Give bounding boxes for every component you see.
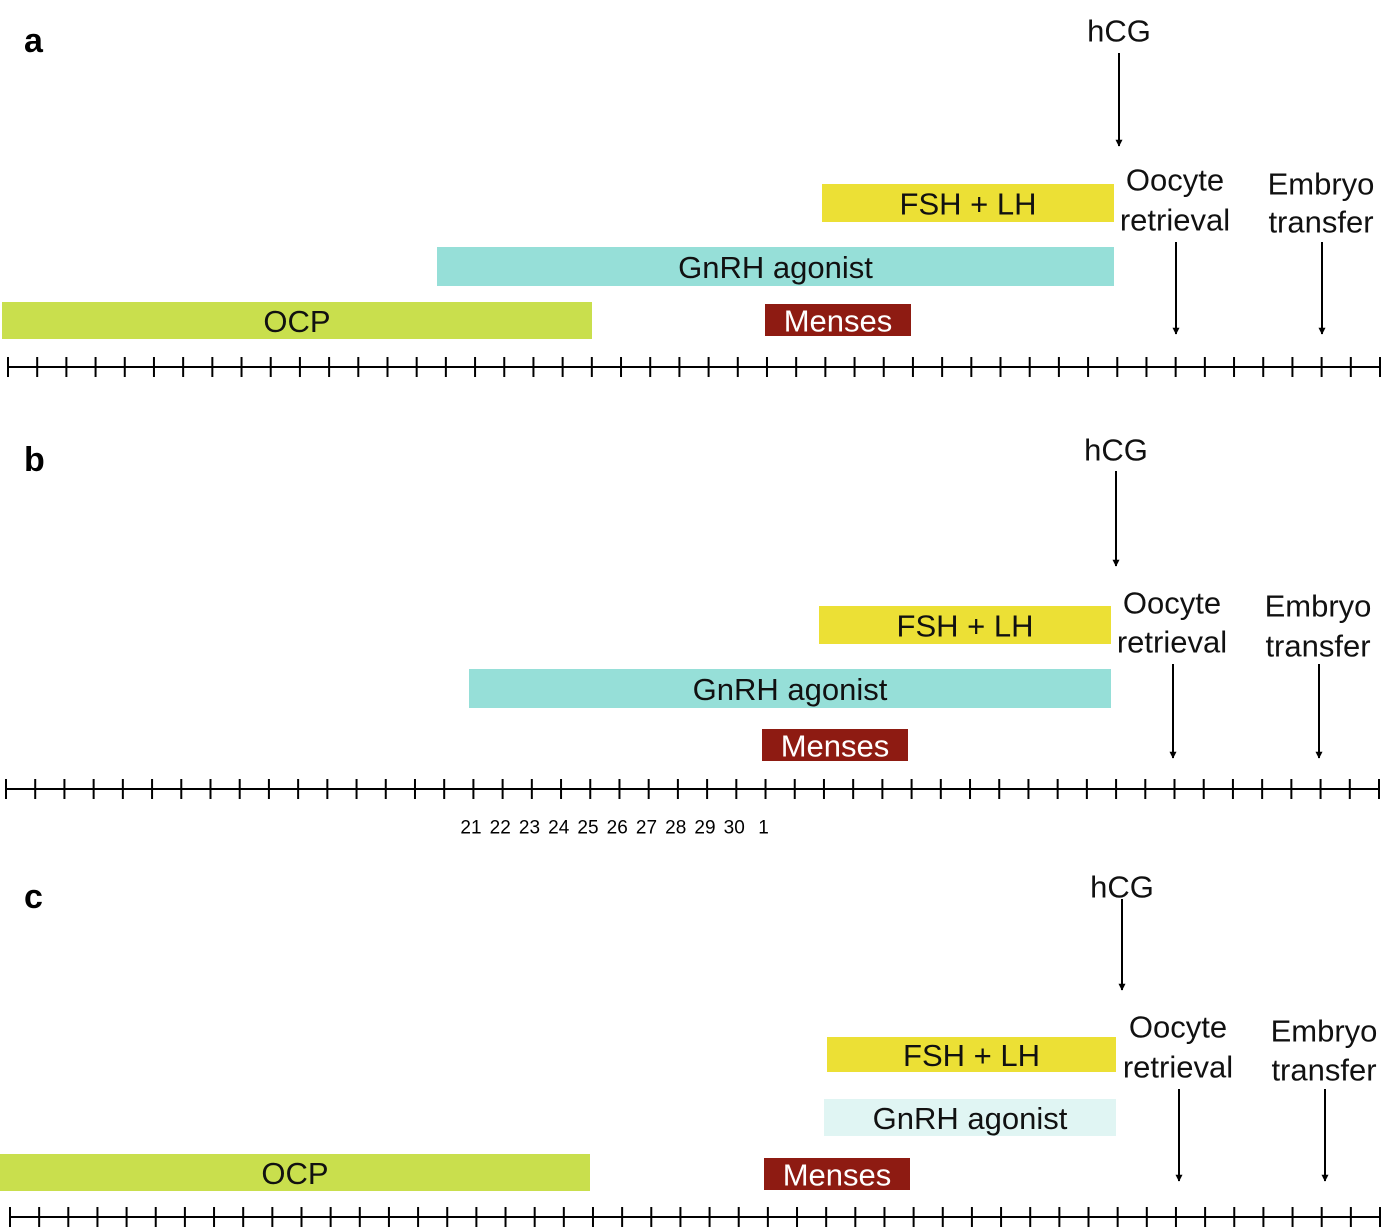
embryo-transfer-event: Embryo transfer xyxy=(1265,589,1372,759)
event-label: Embryo xyxy=(1271,1014,1378,1049)
day-label: 23 xyxy=(519,818,540,839)
day-label: 25 xyxy=(577,818,598,839)
fsh-lh-bar: FSH + LH xyxy=(819,606,1111,644)
menses-bar: Menses xyxy=(764,1158,910,1193)
bar-fill xyxy=(819,606,1111,644)
day-label: 28 xyxy=(665,818,686,839)
bar-label: OCP xyxy=(263,304,330,339)
bar-fill xyxy=(2,302,592,339)
gnrh-agonist-bar: GnRH agonist xyxy=(469,669,1111,708)
fsh-lh-bar: FSH + LH xyxy=(822,184,1114,222)
gnrh-agonist-bar: GnRH agonist xyxy=(437,247,1114,286)
bar-label: Menses xyxy=(783,1158,892,1193)
event-label: hCG xyxy=(1090,870,1154,905)
bar-label: GnRH agonist xyxy=(693,672,888,707)
bar-fill xyxy=(437,247,1114,286)
hcg-event: hCG xyxy=(1087,14,1151,147)
event-label: retrieval xyxy=(1120,203,1230,238)
menses-bar: Menses xyxy=(765,304,911,339)
event-label: hCG xyxy=(1084,433,1148,468)
hcg-event: hCG xyxy=(1090,870,1154,991)
day-label: 21 xyxy=(460,818,481,839)
bar-label: FSH + LH xyxy=(900,187,1037,222)
event-label: transfer xyxy=(1265,629,1370,664)
event-label: transfer xyxy=(1268,205,1373,240)
bar-label: Menses xyxy=(784,304,893,339)
menses-bar: Menses xyxy=(762,729,908,764)
bar-fill xyxy=(469,669,1111,708)
event-label: retrieval xyxy=(1117,625,1227,660)
bar-fill xyxy=(765,304,911,336)
bar-label: FSH + LH xyxy=(897,609,1034,644)
panel-label-b: b xyxy=(24,441,45,479)
day-label: 30 xyxy=(724,818,745,839)
event-label: Embryo xyxy=(1268,167,1375,202)
day-label: 22 xyxy=(490,818,511,839)
event-label: Oocyte xyxy=(1126,163,1224,198)
bar-fill xyxy=(822,184,1114,222)
panel-label-c: c xyxy=(24,878,43,916)
event-label: hCG xyxy=(1087,14,1151,49)
embryo-transfer-event: Embryo transfer xyxy=(1271,1014,1378,1182)
panel-label-a: a xyxy=(24,22,44,60)
ocp-bar: OCP xyxy=(0,1154,590,1191)
day-label: 27 xyxy=(636,818,657,839)
bar-fill xyxy=(827,1037,1116,1072)
bar-label: OCP xyxy=(261,1156,328,1191)
oocyte-retrieval-event: Oocyte retrieval xyxy=(1123,1010,1233,1182)
bar-fill xyxy=(0,1154,590,1191)
day-label: 29 xyxy=(694,818,715,839)
ocp-bar: OCP xyxy=(2,302,592,339)
fsh-lh-bar: FSH + LH xyxy=(827,1037,1116,1073)
bar-fill xyxy=(764,1158,910,1190)
bar-label: GnRH agonist xyxy=(873,1101,1068,1136)
day-label: 24 xyxy=(548,818,570,839)
bar-label: Menses xyxy=(781,729,890,764)
event-label: Embryo xyxy=(1265,589,1372,624)
event-label: transfer xyxy=(1271,1053,1376,1088)
event-label: Oocyte xyxy=(1129,1010,1227,1045)
bar-fill xyxy=(762,729,908,761)
event-label: retrieval xyxy=(1123,1050,1233,1085)
event-label: Oocyte xyxy=(1123,586,1221,621)
bar-label: GnRH agonist xyxy=(678,250,873,285)
hcg-event: hCG xyxy=(1084,433,1148,567)
oocyte-retrieval-event: Oocyte retrieval xyxy=(1120,163,1230,335)
day-label: 26 xyxy=(607,818,628,839)
gnrh-agonist-short-bar: GnRH agonist xyxy=(824,1099,1116,1136)
bar-fill xyxy=(824,1099,1116,1136)
bar-label: FSH + LH xyxy=(903,1038,1040,1073)
day-label: 1 xyxy=(758,818,769,839)
oocyte-retrieval-event: Oocyte retrieval xyxy=(1117,586,1227,759)
